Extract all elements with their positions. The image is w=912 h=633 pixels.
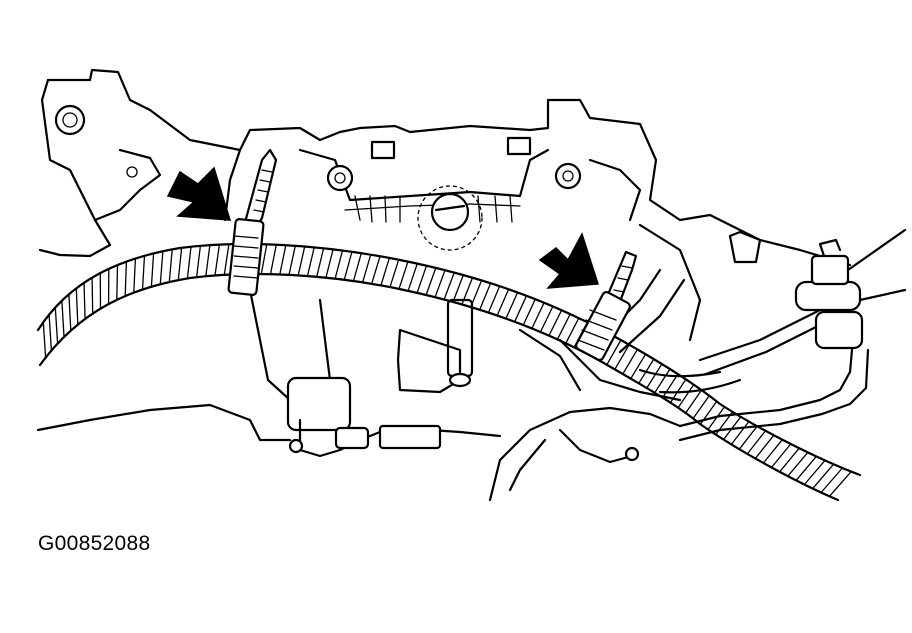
figure-caption: G00852088 (38, 532, 150, 556)
harness-rib (796, 456, 816, 480)
harness-rib (335, 251, 342, 279)
harness-rib (354, 253, 362, 281)
harness-rib (426, 268, 436, 295)
harness-rib (435, 270, 445, 297)
harness-rib (444, 273, 454, 300)
harness-rib (480, 283, 491, 310)
harness-rib (134, 259, 136, 293)
harness-rib (178, 248, 181, 280)
harness-rib (308, 247, 315, 276)
harness-rib (317, 248, 324, 276)
harness-rib (92, 278, 93, 314)
harness-rib (532, 303, 544, 329)
harness-rib (363, 255, 371, 283)
harness-rib (169, 249, 172, 282)
harness-rib (372, 256, 380, 284)
left-clamp-arrow (168, 168, 230, 220)
harness-rib (804, 460, 825, 484)
harness-rib (215, 245, 219, 276)
harness-rib (515, 296, 527, 322)
harness-rib (160, 251, 163, 284)
harness-rib (271, 245, 277, 275)
harness-rib (197, 246, 201, 277)
harness-rib (780, 448, 800, 472)
harness-rib (408, 264, 417, 291)
harness-rib (417, 266, 426, 293)
harness-rib (381, 258, 390, 286)
harness-rib (557, 314, 570, 339)
harness-rib (566, 318, 579, 343)
harness-rib (549, 310, 562, 335)
harness-rib (821, 468, 842, 493)
harness-rib (506, 292, 518, 318)
harness-rib (763, 440, 782, 463)
harness-rib (788, 452, 808, 476)
harness-rib (523, 299, 535, 325)
harness-rib (280, 245, 286, 274)
harness-rib (813, 464, 834, 488)
harness-rib (43, 322, 45, 358)
harness-rib (289, 246, 295, 275)
harness-rib (55, 307, 57, 343)
harness-rib (399, 262, 408, 289)
harness-rib (125, 262, 126, 296)
harness-rib (143, 256, 145, 290)
harness-rib (772, 444, 791, 468)
harness-rib (69, 294, 71, 330)
harness-rib (49, 315, 51, 351)
harness-rib (471, 280, 482, 307)
harness-rib (344, 252, 352, 280)
harness-rib (747, 431, 765, 454)
harness-rib (187, 247, 191, 279)
harness-rib (224, 244, 229, 275)
harness-rib (117, 265, 118, 300)
harness-rib (541, 306, 553, 332)
harness-rib (497, 289, 508, 315)
harness-rib (453, 275, 463, 302)
harness-rib (76, 288, 78, 324)
harness-rib (84, 283, 85, 319)
harness-rib (489, 286, 500, 312)
harness-rib (151, 253, 153, 286)
harness-rib (261, 244, 267, 274)
right-clamp-arrow (540, 234, 598, 288)
harness-rib (755, 435, 774, 458)
harness-rib (298, 247, 305, 276)
harness-rib (830, 472, 852, 497)
harness-rib (206, 245, 210, 276)
harness-rib (62, 301, 64, 337)
harness-rib (326, 249, 333, 277)
harness-rib (390, 260, 399, 287)
